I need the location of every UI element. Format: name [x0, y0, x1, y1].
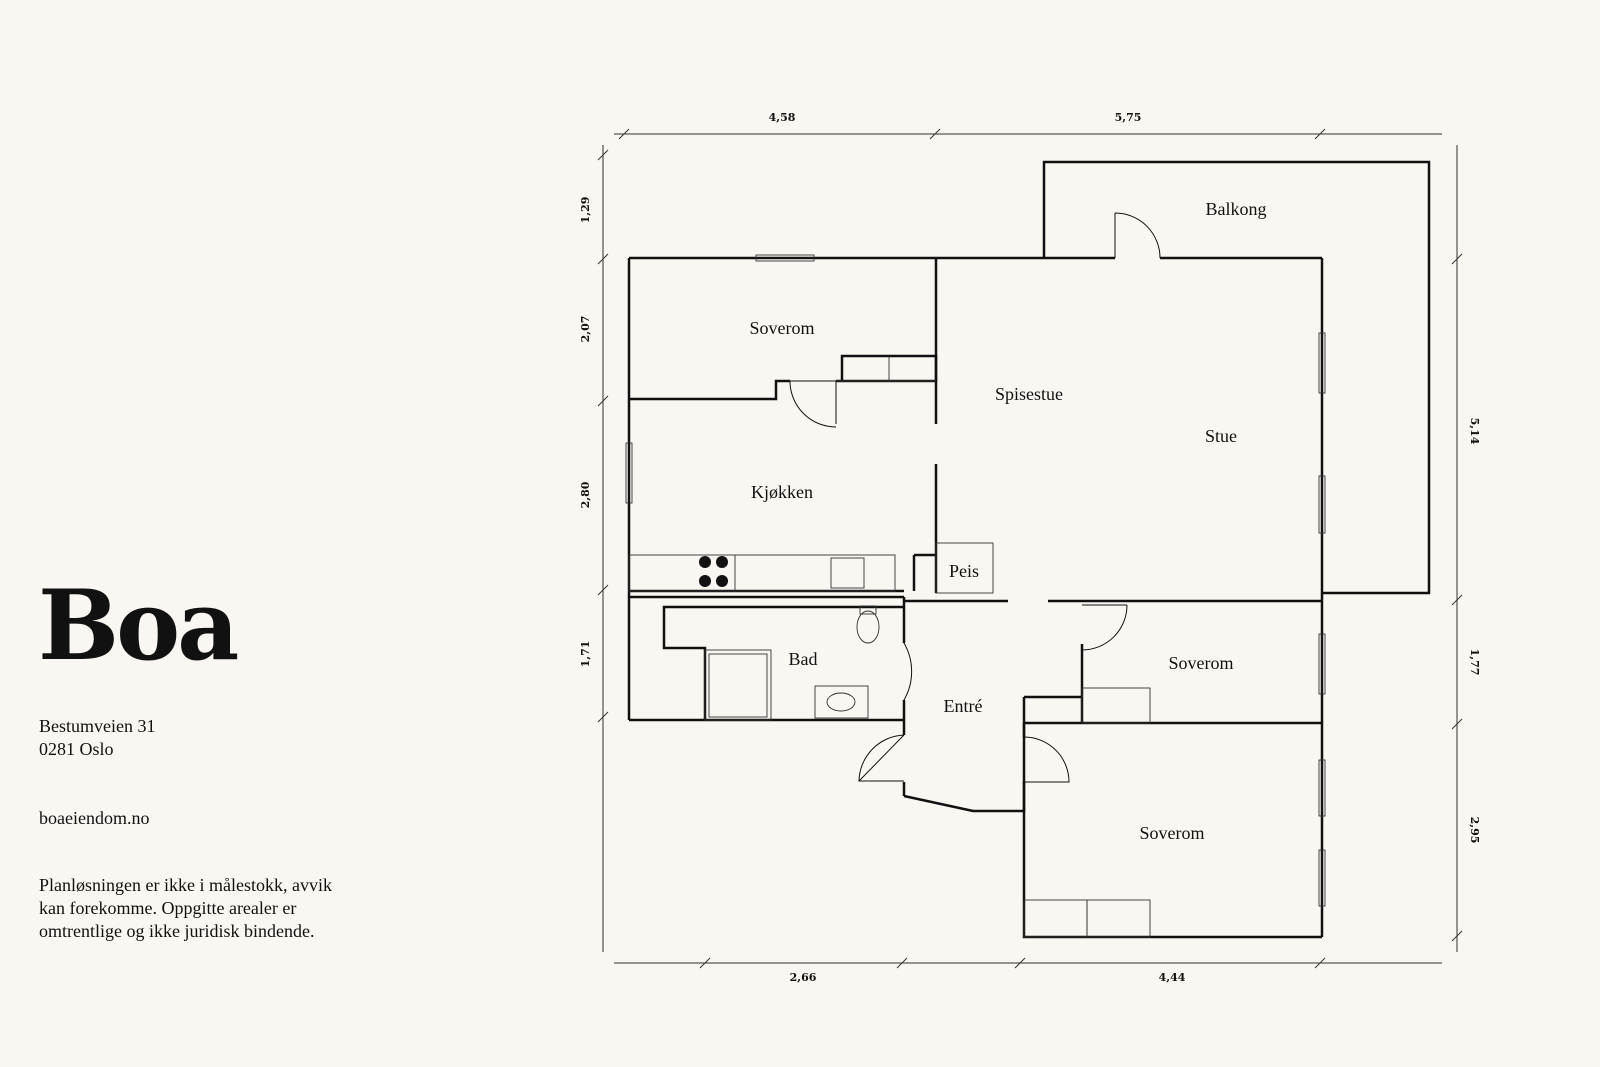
window-soverom-2	[1318, 759, 1326, 817]
window-stue-1	[1318, 332, 1326, 394]
address-street: Bestumveien 31	[39, 716, 156, 736]
dim-right-3: 2,95	[1468, 817, 1481, 844]
dim-left-3: 2,80	[579, 481, 592, 508]
room-entre: Entré	[944, 696, 983, 716]
dim-bottom-1: 2,66	[790, 971, 817, 984]
room-stue: Stue	[1205, 426, 1237, 446]
dim-bottom-2: 4,44	[1159, 971, 1186, 984]
stove-icon	[699, 556, 728, 587]
room-soverom-top: Soverom	[750, 318, 815, 338]
room-soverom-bottom: Soverom	[1140, 823, 1205, 843]
walls	[627, 160, 1431, 939]
room-kjokken: Kjøkken	[751, 482, 813, 502]
window-kitchen	[625, 442, 633, 504]
dim-right-1: 5,14	[1468, 418, 1481, 445]
dimension-lines	[597, 128, 1463, 969]
dim-left-2: 2,07	[579, 316, 592, 343]
room-soverom-mid: Soverom	[1169, 653, 1234, 673]
window-soverom-1	[1318, 633, 1326, 695]
room-bad: Bad	[789, 649, 818, 669]
doors	[789, 212, 1161, 783]
brand-logo: Boa	[38, 569, 239, 682]
room-peis: Peis	[949, 561, 979, 581]
dim-top-1: 4,58	[769, 111, 796, 124]
room-balkong: Balkong	[1206, 199, 1267, 219]
dim-left-1: 1,29	[579, 197, 592, 224]
window-top	[755, 254, 815, 262]
room-spisestue: Spisestue	[995, 384, 1063, 404]
fixtures	[625, 254, 1326, 938]
room-labels: Balkong Soverom Spisestue Stue Kjøkken P…	[750, 199, 1267, 843]
window-stue-2	[1318, 475, 1326, 534]
address-city: 0281 Oslo	[39, 739, 114, 759]
dim-top-2: 5,75	[1115, 111, 1142, 124]
dimension-labels: 4,58 5,75 2,66 4,44 1,29 2,07 2,80 1,71 …	[579, 111, 1481, 984]
dim-right-2: 1,77	[1468, 649, 1481, 676]
website-link[interactable]: boaeiendom.no	[39, 808, 150, 828]
address: Bestumveien 31 0281 Oslo	[39, 715, 155, 761]
dim-left-4: 1,71	[579, 641, 592, 668]
disclaimer: Planløsningen er ikke i målestokk, avvik…	[39, 875, 332, 941]
window-soverom-3	[1318, 849, 1326, 907]
